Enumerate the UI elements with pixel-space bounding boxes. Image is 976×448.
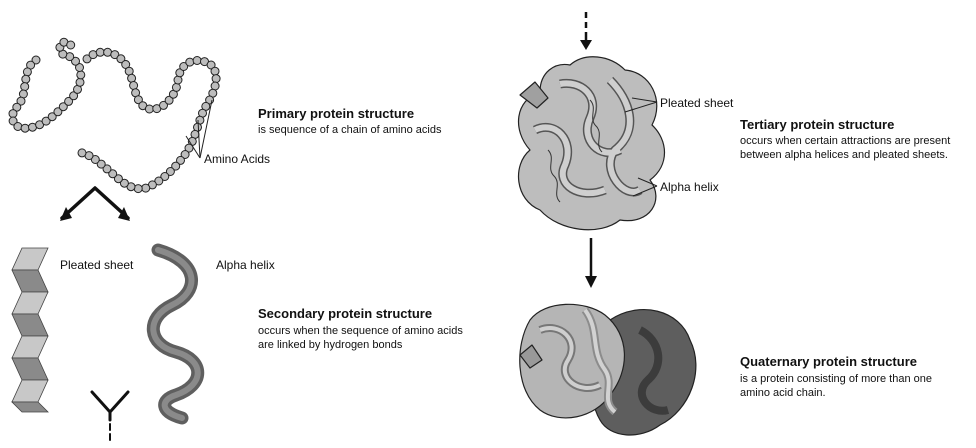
amino-acid-bead [22,75,30,83]
amino-acid-bead [78,149,86,157]
primary-description-text: is sequence of a chain of amino acids [258,123,441,137]
amino-acid-bead [14,123,22,131]
tertiary-title: Tertiary protein structure [740,117,894,132]
tertiary-structure-art [519,57,665,230]
secondary-pleated-sheet-label: Pleated sheet [60,258,133,272]
amino-acid-bead [145,105,153,113]
secondary-title: Secondary protein structure [258,306,432,321]
amino-acid-bead [172,83,180,91]
quaternary-description: is a protein consisting of more than one… [740,372,932,400]
primary-description: is sequence of a chain of amino acids [258,123,441,137]
quaternary-description-line: amino acid chain. [740,386,932,400]
amino-acid-bead [212,75,220,83]
amino-acid-bead [77,71,85,79]
amino-acids-label: Amino Acids [204,152,270,166]
down-arrow [585,238,597,288]
tertiary-pleated-sheet-label: Pleated sheet [660,96,733,110]
pleated-sheet-secondary [12,248,48,412]
amino-acid-bead [21,124,29,132]
incoming-arrow-head [580,40,592,50]
secondary-alpha-helix-label: Alpha helix [216,258,275,272]
amino-acid-bead [23,68,31,76]
amino-acid-bead [193,57,201,65]
amino-acid-bead [67,41,75,49]
amino-acid-bead [76,78,84,86]
amino-acid-bead [186,58,194,66]
amino-acid-bead [21,83,29,91]
amino-acid-bead [9,110,17,118]
quaternary-description-line: is a protein consisting of more than one [740,372,932,386]
secondary-description: occurs when the sequence of amino acids … [258,324,463,352]
amino-acid-bead [174,76,182,84]
split-arrow-top [62,188,128,218]
amino-acid-bead [142,184,150,192]
tertiary-description-line: occurs when certain attractions are pres… [740,134,950,148]
amino-acid-bead [96,48,104,56]
tertiary-alpha-helix-label: Alpha helix [660,180,719,194]
tertiary-description: occurs when certain attractions are pres… [740,134,950,162]
secondary-description-line: occurs when the sequence of amino acids [258,324,463,338]
quaternary-structure-art [520,304,696,435]
join-arrow-bottom [92,392,128,440]
amino-acid-chain [9,38,220,192]
quaternary-title: Quaternary protein structure [740,354,917,369]
primary-title: Primary protein structure [258,106,414,121]
secondary-description-line: are linked by hydrogen bonds [258,338,463,352]
alpha-helix-secondary [153,250,197,418]
amino-acid-bead [211,67,219,75]
amino-acid-bead [130,82,138,90]
tertiary-description-line: between alpha helices and pleated sheets… [740,148,950,162]
